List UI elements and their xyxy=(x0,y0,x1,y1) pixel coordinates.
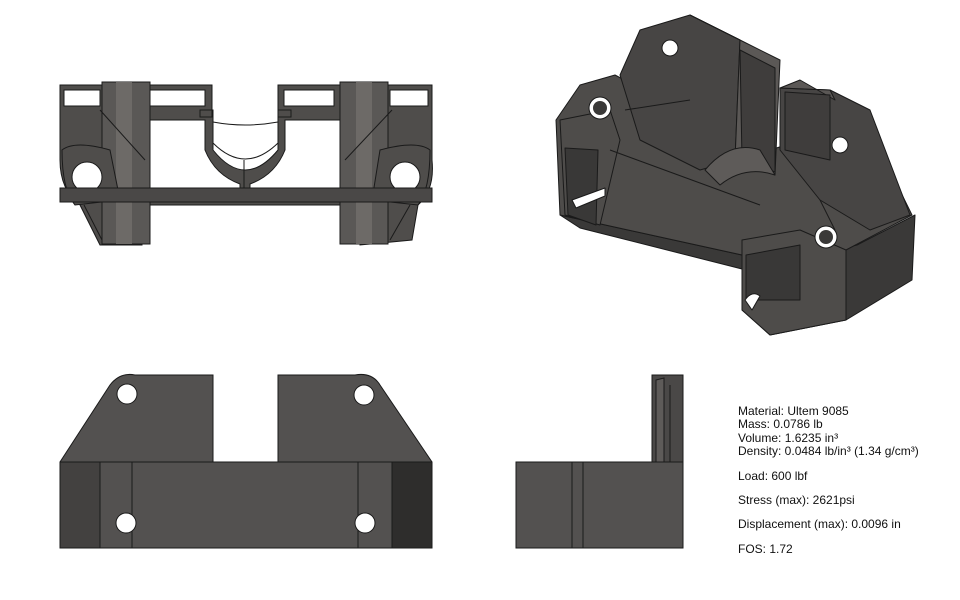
specs-panel: Material: Ultem 9085 Mass: 0.0786 lb Vol… xyxy=(738,404,953,556)
front-view-hole-bottom-left xyxy=(115,512,137,534)
spec-volume: Volume: 1.6235 in³ xyxy=(738,430,839,445)
top-view-saddle xyxy=(212,121,279,160)
spec-load: Load: 600 lbf xyxy=(738,468,808,483)
spec-displacement: Displacement (max): 0.0096 in xyxy=(738,517,901,532)
spec-density: Density: 0.0484 lb/in³ (1.34 g/cm³) xyxy=(738,444,919,459)
spec-material: Material: Ultem 9085 xyxy=(738,404,849,418)
iso-right-hole xyxy=(831,136,849,154)
side-view-base xyxy=(515,461,684,549)
spec-mass: Mass: 0.0786 lb xyxy=(738,417,823,432)
front-view-hole-top-left xyxy=(116,383,138,405)
spec-fos: FOS: 1.72 xyxy=(738,541,793,556)
spec-stress: Stress (max): 2621psi xyxy=(738,493,855,508)
front-view-hole-top-right xyxy=(353,384,375,406)
front-view-hole-bottom-right xyxy=(354,512,376,534)
iso-tower-hole xyxy=(661,39,679,57)
